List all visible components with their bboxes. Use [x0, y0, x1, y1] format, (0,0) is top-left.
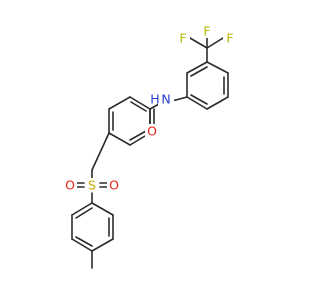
- sulfur-atom-label: S: [88, 178, 96, 193]
- bonds: [71, 30, 229, 269]
- bond: [91, 202, 114, 216]
- bond: [91, 238, 114, 252]
- bond: [129, 130, 147, 141]
- fluorine-atom-label: F: [179, 31, 186, 46]
- oxygen-atom-label: O: [147, 124, 157, 139]
- bond: [71, 238, 93, 252]
- bond: [108, 96, 131, 110]
- bond: [206, 96, 229, 110]
- bond: [206, 37, 224, 49]
- bond: [129, 96, 151, 110]
- structure-diagram: F F F N H O S O O: [63, 23, 237, 269]
- bond: [91, 132, 110, 171]
- nitrogen-atom-label: N: [161, 92, 170, 107]
- bond: [75, 207, 93, 219]
- oxygen-atom-label: O: [65, 178, 75, 193]
- bond: [108, 132, 131, 146]
- bond: [189, 37, 208, 49]
- bond: [186, 96, 208, 110]
- bond: [171, 96, 188, 102]
- bond: [75, 236, 93, 247]
- oxygen-atom-label: O: [109, 178, 119, 193]
- molecule-canvas: F F F N H O S O O: [63, 23, 237, 269]
- bond: [71, 202, 93, 216]
- bond: [190, 94, 208, 105]
- atom-labels: F F F N H O S O O: [63, 24, 237, 193]
- fluorine-atom-label: F: [226, 31, 233, 46]
- bond: [206, 61, 229, 74]
- hydrogen-atom-label: H: [150, 92, 159, 107]
- bond: [130, 101, 147, 112]
- bond: [149, 103, 160, 110]
- bond: [186, 61, 208, 74]
- fluorine-atom-label: F: [203, 24, 210, 39]
- bond: [190, 66, 208, 77]
